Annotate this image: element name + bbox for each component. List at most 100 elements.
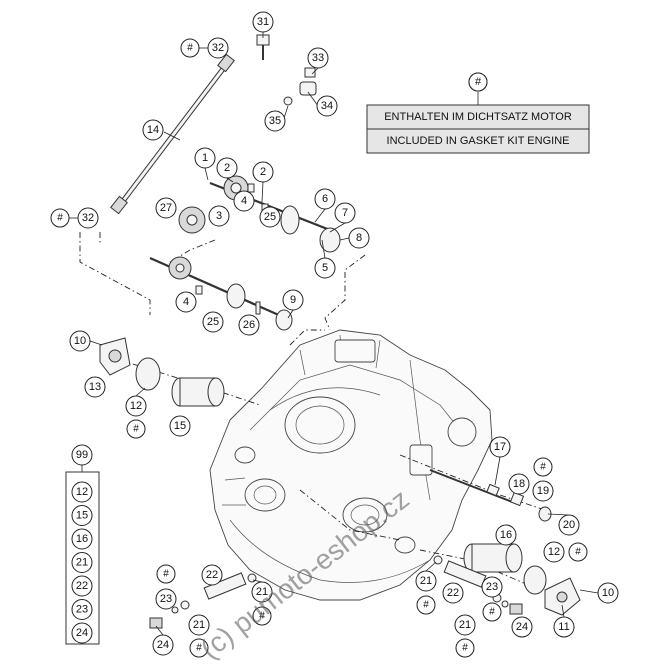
part-callout-22: 22 [201,564,223,586]
kit-number: 99 [76,449,88,461]
part-callout-8: 8 [348,227,370,249]
part-callout-10-label: 10 [74,335,86,347]
part-callout-27: 27 [155,197,177,219]
part-callout-20: 20 [558,514,580,536]
part-callout-18: 18 [508,473,530,495]
part-callout-34: 34 [316,95,338,117]
part-callout-25: 25 [259,206,281,228]
part-callout-24: 24 [152,634,174,656]
part-callout-6-label: 6 [322,193,328,205]
gasket-kit-hash-icon: # [50,208,70,228]
gasket-kit-hash-icon-label: # [423,600,429,611]
part-callout-21: 21 [188,614,210,636]
part-callout-31-label: 31 [257,16,269,28]
part-callout-22-label: 22 [447,587,459,599]
part-callout-32: 32 [77,207,99,229]
gasket-kit-hash-icon: # [126,419,146,439]
part-callout-9-label: 9 [290,294,296,306]
leader-lines [89,32,599,636]
gasket-note-line1: ENTHALTEN IM DICHTSATZ MOTOR [384,111,572,123]
pump-cover-left [99,337,131,376]
gasket-kit-hash-icon-label: # [259,611,265,622]
kit-item-16-label: 16 [76,533,88,545]
part-callout-32-label: 32 [212,42,224,54]
kit-item-21-label: 21 [76,557,88,569]
part-callout-32: 32 [207,37,229,59]
gasket-kit-hash-icon-label: # [187,43,193,54]
gasket-kit-hash-icon-label: # [163,569,169,580]
part-callout-7: 7 [334,202,356,224]
part-callout-13-label: 13 [89,381,101,393]
gasket-kit-hash-icon: # [533,457,553,477]
gasket-note-line2: INCLUDED IN GASKET KIT ENGINE [387,135,570,147]
gasket-kit-hash-icon: # [180,38,200,58]
part-callout-12: 12 [543,541,565,563]
crankcase-drawing [209,329,493,601]
part-callout-12-label: 12 [130,400,142,412]
part-callout-4: 4 [175,291,197,313]
part-callout-33: 33 [307,47,329,69]
part-callout-2-label: 2 [260,166,266,178]
kit-item-24-label: 24 [76,627,88,639]
gasket-kit-hash-icon: # [568,542,588,562]
part-callout-21: 21 [454,614,476,636]
part-callout-10-label: 10 [602,587,614,599]
part-callout-21-label: 21 [420,575,432,587]
part-callout-4-label: 4 [183,296,189,308]
part-callout-5: 5 [314,257,336,279]
kit-item-16: 16 [71,528,93,550]
part-callout-15-label: 15 [174,420,186,432]
part-callout-23: 23 [155,588,177,610]
part-callout-11-label: 11 [558,621,569,633]
part-callout-1-label: 1 [202,152,208,164]
oil-pump-upper-cluster [178,175,341,253]
part-callout-23-label: 23 [160,593,172,605]
part-callout-23: 23 [481,576,503,598]
kit-contents-list: 12 15 16 21 22 23 24 [71,481,93,644]
gasket-kit-hash-icon-label: # [540,462,546,473]
part-callout-21-label: 21 [193,619,205,631]
kit-item-23-label: 23 [76,604,88,616]
part-callout-20-label: 20 [563,519,575,531]
part-callout-2: 2 [252,161,274,183]
part-callout-21-label: 21 [256,586,268,598]
oil-screen-left [149,572,257,629]
part-callout-24-label: 24 [516,621,528,633]
part-callout-9: 9 [282,289,304,311]
gasket-kit-note: # ENTHALTEN IM DICHTSATZ MOTOR INCLUDED … [366,72,590,154]
kit-item-22: 22 [71,575,93,597]
kit-number-callout: 99 [71,444,93,466]
kit-item-12-label: 12 [76,486,88,498]
part-callout-10: 10 [69,330,91,352]
kit-item-24: 24 [71,622,93,644]
kit-item-23: 23 [71,599,93,620]
part-callout-14: 14 [142,119,164,141]
gasket-kit-hash-icon-label: # [57,213,63,224]
kit-item-15-label: 15 [76,510,88,522]
gasket-kit-hash-icon-label: # [462,643,468,654]
gasket-note-symbol: # [475,76,482,88]
kit-item-12: 12 [71,481,93,503]
part-callout-10: 10 [597,582,619,604]
part-callout-1: 1 [194,147,216,169]
part-callout-23-label: 23 [486,581,498,593]
part-callout-14-label: 14 [147,124,159,136]
part-callout-12-label: 12 [548,546,560,558]
part-callout-24: 24 [511,616,533,638]
part-callout-32-label: 32 [82,212,94,224]
part-callout-19: 19 [532,480,554,502]
part-callout-33-label: 33 [312,52,324,64]
part-callout-18-label: 18 [513,478,525,490]
part-callout-25-label: 25 [264,211,276,223]
part-callout-26-label: 26 [243,319,255,331]
part-callout-27-label: 27 [160,202,172,214]
gasket-kit-hash-icon: # [482,602,502,622]
part-callout-4-label: 4 [241,195,247,207]
gasket-kit-hash-icon: # [252,606,272,626]
part-callout-26: 26 [238,314,260,336]
gasket-kit-hash-icon: # [189,638,209,658]
gasket-kit-hash-icon: # [156,564,176,584]
part-callout-19-label: 19 [537,485,549,497]
